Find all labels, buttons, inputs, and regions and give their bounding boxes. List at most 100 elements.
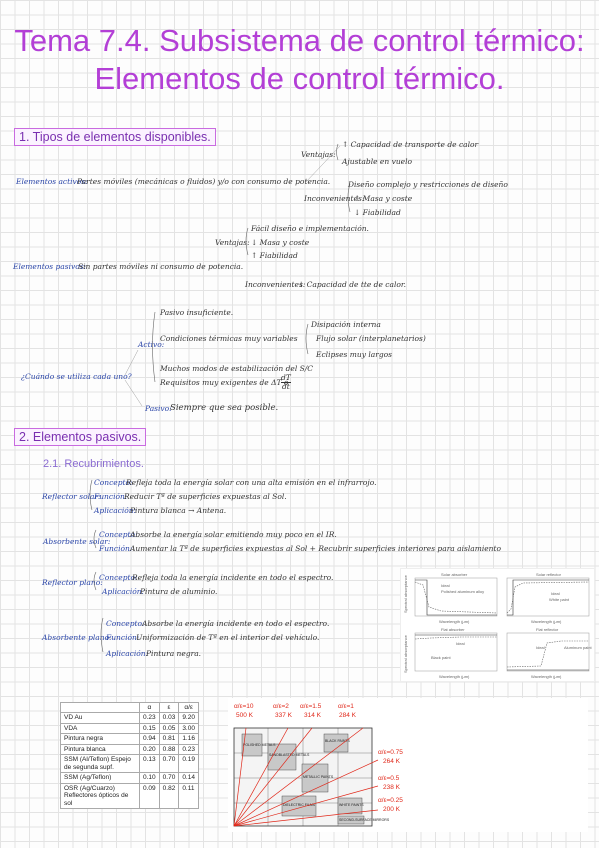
fraction-numerator: dT — [281, 373, 291, 383]
panel-3-frame — [414, 632, 498, 672]
pasivo-text: Siempre que sea posible. — [170, 403, 279, 413]
table-cell: 9.20 — [178, 712, 199, 724]
pasivo-label: Pasivo: — [145, 404, 172, 413]
activo-item-2: Condiciones térmicas muy variables — [160, 334, 298, 343]
absorbente-plano-key-2: Función: — [106, 633, 140, 642]
pasivos-ventajas-label: Ventajas: — [215, 238, 250, 247]
region-label-3: BLACK PAINTS — [325, 739, 350, 743]
table-cell: 0.70 — [158, 754, 180, 773]
table-cell: 0.03 — [158, 712, 180, 724]
region-label-4: METALLIC PAINTS — [303, 775, 334, 779]
activos-inconv-3: ↓ Fiabilidad — [354, 208, 401, 217]
right-temp-1: 264 K — [383, 758, 401, 765]
top-ratio-1: α/ε=10 — [234, 703, 254, 710]
right-ratio-1: α/ε=0.75 — [378, 749, 403, 756]
region-polished-metals — [241, 733, 263, 757]
panel-4-frame — [506, 632, 590, 672]
elementos-activos-label: Elementos activos: — [16, 177, 88, 186]
region-white-paints — [337, 797, 363, 815]
activos-ventaja-2: Ajustable en vuelo — [342, 157, 413, 166]
pasivos-inconv-label: Inconvenientes: — [245, 280, 306, 289]
cuando-question: ¿Cuándo se utiliza cada uno? — [21, 372, 132, 381]
alpha-epsilon-chart: POLISHED METALS SANDBLASTED METALS BLACK… — [228, 698, 588, 832]
table-cell: 0.13 — [139, 754, 160, 773]
table-row-label: SSM (Ag/Teflon) — [60, 772, 140, 784]
right-temp-2: 238 K — [383, 784, 401, 791]
table-row-label: Pintura negra — [60, 733, 140, 745]
table-cell: 0.11 — [178, 782, 199, 809]
table-cell: 0.20 — [139, 743, 160, 755]
fraction-denominator: dt — [281, 382, 290, 391]
activo-item-4: Requisitos muy exigentes de ΔT ó — [160, 378, 289, 387]
variables-sub-1: Disipación interna — [311, 320, 381, 329]
panel-4-legend-1: Ideal — [536, 645, 545, 650]
top-ratio-4: α/ε=1 — [338, 703, 354, 710]
alpha-epsilon-svg: POLISHED METALS SANDBLASTED METALS BLACK… — [233, 703, 403, 827]
activos-inconv-2: ↑ Masa y coste — [354, 194, 413, 203]
plots-ylabel-top: Spectral absorptance — [403, 574, 408, 613]
absorbente-solar-label: Absorbente solar: — [43, 537, 111, 546]
top-ratio-labels: α/ε=10 500 K α/ε=2 337 K α/ε=1.5 314 K α… — [234, 703, 357, 719]
activos-ventaja-1: ↑ Capacidad de transporte de calor — [342, 140, 479, 149]
table-cell: 0.05 — [158, 722, 180, 734]
panel-3-xlabel: Wavelength (μm) — [439, 674, 470, 679]
panel-1-xlabel: Wavelength (μm) — [439, 619, 470, 624]
top-temp-2: 337 K — [275, 712, 293, 719]
right-ratio-2: α/ε=0.5 — [378, 775, 400, 782]
subsection-recubrimientos: 2.1. Recubrimientos. — [43, 458, 144, 470]
reflector-plano-label: Reflector plano: — [42, 578, 103, 587]
page-title-line-2: Elementos de control térmico. — [94, 61, 505, 96]
region-label-1: POLISHED METALS — [243, 743, 276, 747]
table-cell: 0.23 — [178, 743, 199, 755]
region-label-5: DIELECTRIC FILMS — [283, 803, 316, 807]
table-cell: 0.23 — [139, 712, 160, 724]
plots-ylabel-bottom: Spectral absorptance — [403, 634, 408, 673]
table-row-label: SSM (Al/Teflon) Espejo de segunda supf. — [60, 754, 140, 773]
panel-2-ideal-line — [507, 579, 589, 616]
chart-regions — [241, 733, 365, 825]
right-ratio-3: α/ε=0.25 — [378, 797, 403, 804]
pasivos-inconv-1: ↓ Capacidad de tte de calor. — [298, 280, 407, 289]
table-row: OSR (Ag/Cuarzo) Reflectores ópticos de s… — [60, 782, 199, 809]
table-cell: 1.16 — [178, 733, 199, 745]
absorbente-plano-val-2: Uniformización de Tª en el interior del … — [136, 633, 320, 642]
reflector-solar-key-3: Aplicación: — [94, 506, 137, 515]
absorbente-plano-val-1: Absorbe la energía incidente en todo el … — [142, 619, 330, 628]
bracket-lines — [124, 143, 351, 407]
table-cell: 0.19 — [178, 754, 199, 773]
table-row-label: Pintura blanca — [60, 743, 140, 755]
variables-sub-2: Flujo solar (interplanetarios) — [316, 334, 426, 343]
activo-item-1: Pasivo insuficiente. — [160, 308, 234, 317]
table-cell: 0.70 — [158, 772, 180, 784]
top-temp-3: 314 K — [304, 712, 322, 719]
table-cell: 0.88 — [158, 743, 180, 755]
pasivos-ventaja-1: Fácil diseño e implementación. — [251, 224, 369, 233]
panel-1-material-line — [414, 581, 498, 614]
panel-3-legend-2: Black paint — [431, 655, 451, 660]
panel-2-material-line — [506, 581, 590, 614]
panel-2-frame — [506, 577, 590, 617]
reflector-plano-val-1: Refleja toda la energía incidente en tod… — [132, 573, 334, 582]
table-cell: 0.14 — [178, 772, 199, 784]
spectral-plots-figure: Spectral absorptance Spectral absorptanc… — [400, 568, 595, 682]
activo-label: Activo: — [138, 340, 165, 349]
panel-2-legend-2: White paint — [549, 597, 570, 602]
table-header-cell: ε — [158, 702, 180, 713]
panel-2-xlabel: Wavelength (μm) — [531, 619, 562, 624]
reflector-solar-key-2: Función: — [94, 492, 128, 501]
panel-3-material-line — [414, 636, 497, 640]
reflector-solar-val-2: Reducir Tª de superficies expuestas al S… — [124, 492, 287, 501]
variables-sub-3: Eclipses muy largos — [316, 350, 392, 359]
absorbente-plano-val-3: Pintura negra. — [146, 649, 202, 658]
activos-inconv-label: Inconvenientes: — [304, 194, 365, 203]
region-label-6: WHITE PAINTS — [339, 803, 364, 807]
reflector-plano-val-2: Pintura de aluminio. — [140, 587, 218, 596]
spectral-plots-svg: Spectral absorptance Spectral absorptanc… — [403, 572, 592, 679]
absorbente-solar-key-1: Concepto: — [99, 530, 138, 539]
panel-1-frame — [414, 577, 498, 617]
table-cell: 0.09 — [139, 782, 160, 809]
top-temp-1: 500 K — [236, 712, 254, 719]
